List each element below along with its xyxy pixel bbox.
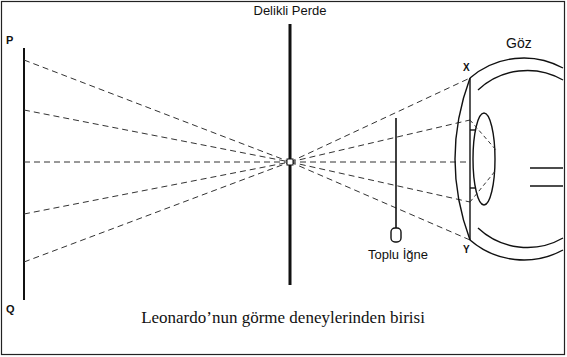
light-rays [24,60,470,262]
pin-label: Toplu İğne [368,248,428,262]
point-label: Q [6,303,15,315]
pin-head [391,228,401,242]
pinhole-screen [289,24,292,285]
eye-label: Göz [506,36,532,51]
figure-caption: Leonardo’nun görme deneylerinden birisi [141,309,425,328]
screen-label: Delikli Perde [254,4,327,18]
inner-rays [470,120,496,202]
point-label: P [6,34,13,46]
eye [455,58,563,260]
point-label: Y [463,244,470,255]
point-label: X [463,62,470,73]
pinhole [287,159,293,165]
pin-shaft [395,118,397,228]
